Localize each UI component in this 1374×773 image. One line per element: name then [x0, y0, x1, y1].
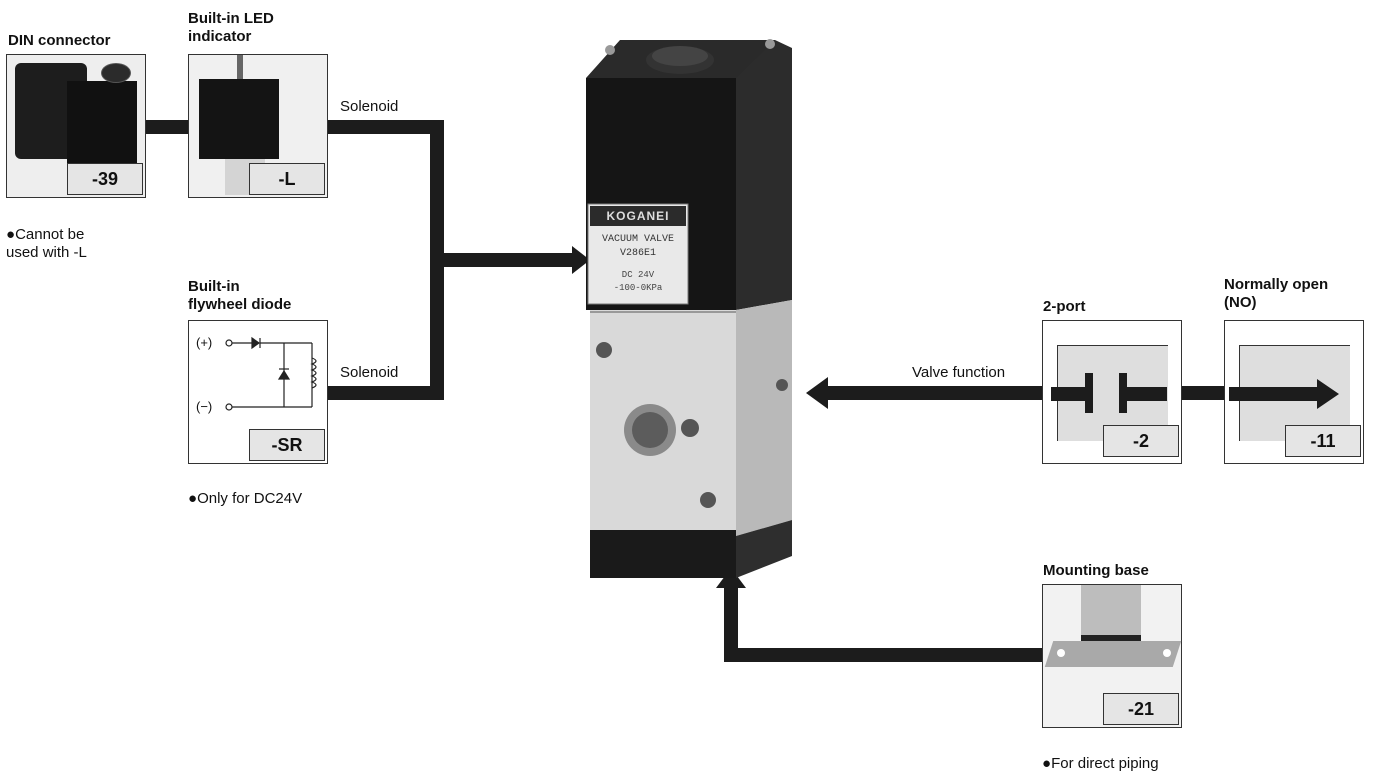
flywheel-diode-note: ●Only for DC24V — [188, 472, 302, 508]
connector-valve-function — [826, 386, 1044, 400]
mounting-base-code: -21 — [1103, 693, 1179, 725]
flywheel-diode-option[interactable]: -SR — [188, 320, 328, 464]
two-port-symbol-right-stop — [1119, 373, 1127, 413]
solenoid-label-top: Solenoid — [340, 98, 399, 115]
two-port-code: -2 — [1103, 425, 1179, 457]
arrow-valve-function — [806, 377, 828, 409]
connector-2port-no — [1182, 386, 1224, 400]
diode-circuit-symbol — [225, 336, 317, 411]
led-indicator-code: -L — [249, 163, 325, 195]
valve-label-line2: V286E1 — [619, 248, 656, 259]
bullet-icon: ● — [1042, 755, 1052, 772]
mounting-note-text: For direct piping — [1051, 755, 1159, 772]
normally-open-code: -11 — [1285, 425, 1361, 457]
din-connector-code: -39 — [67, 163, 143, 195]
din-connector-option[interactable]: -39 — [6, 54, 146, 198]
two-port-symbol-left-stop — [1085, 373, 1093, 413]
din-note-text: Cannot be used with -L — [6, 226, 87, 261]
bullet-icon: ● — [6, 226, 16, 243]
mounting-base-title: Mounting base — [1043, 562, 1149, 579]
mounting-hole-icon — [1057, 649, 1065, 657]
valve-illustration — [586, 39, 792, 578]
normally-open-arrow-shaft — [1229, 387, 1319, 401]
din-coil-image — [67, 81, 137, 163]
connector-din-led — [146, 120, 188, 134]
two-port-title: 2-port — [1043, 298, 1086, 315]
connector-solenoid-bottom — [328, 386, 444, 400]
normally-open-title: Normally open (NO) — [1224, 276, 1329, 311]
normally-open-arrow-head — [1317, 379, 1339, 409]
mounting-body-image — [1081, 585, 1141, 635]
mounting-hole-icon — [1163, 649, 1171, 657]
connector-mounting-v — [724, 585, 738, 662]
mounting-base-option[interactable]: -21 — [1042, 584, 1182, 728]
two-port-symbol-right — [1127, 387, 1167, 401]
valve-function-label: Valve function — [912, 364, 1006, 381]
two-port-option[interactable]: -2 — [1042, 320, 1182, 464]
led-indicator-option[interactable]: -L — [188, 54, 328, 198]
valve-label-line1: VACUUM VALVE — [601, 234, 674, 245]
connector-solenoid-top — [328, 120, 444, 134]
diode-plus-label: (+) — [196, 335, 213, 350]
two-port-symbol-left — [1051, 387, 1085, 401]
mounting-plate-image — [1044, 641, 1182, 667]
connector-trunk — [430, 120, 444, 400]
mounting-base-note: ●For direct piping — [1042, 737, 1159, 773]
led-coil-image — [199, 79, 279, 159]
connector-mounting-h — [724, 648, 1042, 662]
led-wire-image — [237, 55, 243, 95]
led-indicator-title: Built-in LED indicator — [188, 10, 274, 45]
diode-note-text: Only for DC24V — [197, 490, 303, 507]
flywheel-diode-code: -SR — [249, 429, 325, 461]
valve-label-line4: -100-0KPa — [613, 283, 663, 293]
bullet-icon: ● — [188, 490, 198, 507]
arrow-to-valve — [572, 246, 590, 274]
flywheel-diode-title: Built-in flywheel diode — [188, 278, 292, 313]
solenoid-label-bottom: Solenoid — [340, 364, 399, 381]
din-connector-note: ●Cannot be used with -L — [6, 208, 87, 262]
din-connector-title: DIN connector — [8, 32, 111, 49]
diode-minus-label: (−) — [196, 399, 213, 414]
valve-brand-plate: KOGANEI — [590, 206, 686, 226]
valve-label-line3: DC 24V — [621, 270, 655, 280]
connector-to-valve — [444, 253, 574, 267]
din-boss-icon — [101, 63, 131, 83]
normally-open-option[interactable]: -11 — [1224, 320, 1364, 464]
